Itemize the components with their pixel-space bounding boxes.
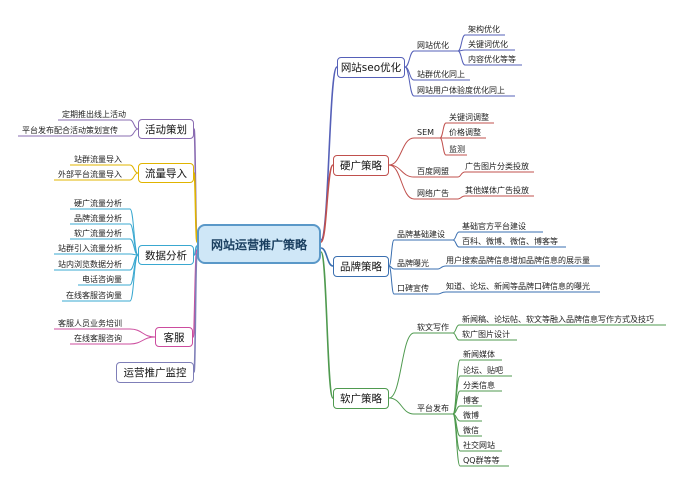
activity-platform-promo[interactable]: 平台发布配合活动策划宣传	[22, 126, 118, 135]
link-center-traffic	[193, 172, 198, 243]
other-media-ads[interactable]: 其他媒体广告投放	[465, 186, 529, 195]
connector	[404, 50, 415, 68]
connector	[388, 265, 395, 295]
seo-content[interactable]: 内容优化等等	[468, 55, 516, 64]
platform-news-media[interactable]: 新闻媒体	[463, 350, 495, 359]
netunion-image-ads[interactable]: 广告图片分类投放	[465, 162, 529, 171]
branch-analysis[interactable]: 数据分析	[138, 245, 194, 265]
analysis-online-service[interactable]: 在线客服咨询量	[66, 291, 122, 300]
brand-wom-exposure[interactable]: 知道、论坛、新闻等品牌口碑信息的曝光	[446, 282, 590, 291]
link-center-brand	[320, 247, 334, 267]
seo-site-optimization[interactable]: 网站优化	[417, 41, 449, 50]
traffic-site-group[interactable]: 站群流量导入	[74, 155, 122, 164]
link-center-seo	[320, 66, 338, 241]
seo-site-group[interactable]: 站群优化同上	[417, 70, 465, 79]
connector	[452, 324, 460, 334]
leaf-netad	[457, 195, 534, 200]
platform-blog[interactable]: 博客	[463, 396, 479, 405]
branch-customer-service[interactable]: 客服	[155, 327, 193, 347]
brand-exposure[interactable]: 品牌曝光	[397, 259, 429, 268]
analysis-soft-ads[interactable]: 软广流量分析	[74, 229, 122, 238]
link-center-analysis	[193, 245, 198, 256]
leaf-wom	[437, 291, 600, 295]
connector	[388, 397, 415, 415]
activity-online-events[interactable]: 定期推出线上活动	[62, 110, 126, 119]
connector	[129, 336, 156, 345]
connector	[452, 332, 460, 341]
connector	[129, 254, 139, 302]
soft-platform-publish[interactable]: 平台发布	[417, 404, 449, 413]
leaf-exposure	[437, 265, 600, 270]
soft-image-design[interactable]: 软广图片设计	[462, 330, 510, 339]
traffic-external[interactable]: 外部平台流量导入	[58, 170, 122, 179]
platform-weibo[interactable]: 微博	[463, 411, 479, 420]
connector	[388, 239, 395, 267]
connector	[388, 164, 415, 200]
brand-base[interactable]: 品牌基础建设	[397, 230, 445, 239]
link-center-hard	[320, 164, 334, 243]
connector	[129, 328, 156, 338]
service-training[interactable]: 客服人员业务培训	[58, 319, 122, 328]
connector	[439, 122, 447, 139]
connector	[129, 172, 139, 181]
analysis-hard-ads[interactable]: 硬广流量分析	[74, 199, 122, 208]
hard-network-ad[interactable]: 网络广告	[417, 189, 449, 198]
center-topic[interactable]: 网站运营推广策略	[197, 224, 321, 264]
brand-platform-list[interactable]: 百科、微博、微信、博客等	[462, 237, 558, 246]
brand-word-of-mouth[interactable]: 口碑宣传	[397, 284, 429, 293]
service-online-consult[interactable]: 在线客服咨询	[74, 334, 122, 343]
sem-price-adjust[interactable]: 价格调整	[449, 128, 481, 137]
connector	[129, 128, 139, 137]
seo-keyword[interactable]: 关键词优化	[468, 40, 508, 49]
seo-architecture[interactable]: 架构优化	[468, 25, 500, 34]
branch-hard-ads[interactable]: 硬广策略	[333, 155, 389, 176]
sem-monitor[interactable]: 监测	[449, 145, 465, 154]
connector	[457, 34, 466, 52]
platform-wechat[interactable]: 微信	[463, 426, 479, 435]
platform-social[interactable]: 社交网站	[463, 441, 495, 450]
connector	[452, 239, 460, 248]
link-center-monitor	[193, 253, 198, 373]
analysis-brand[interactable]: 品牌流量分析	[74, 214, 122, 223]
connector	[388, 137, 415, 166]
branch-monitor[interactable]: 运营推广监控	[116, 362, 194, 383]
connector	[404, 66, 415, 97]
analysis-site-group[interactable]: 站群引入流量分析	[58, 244, 122, 253]
hard-sem[interactable]: SEM	[417, 128, 435, 137]
connector	[129, 119, 139, 130]
branch-traffic[interactable]: 流量导入	[138, 163, 194, 183]
branch-seo[interactable]: 网站seo优化	[337, 57, 405, 78]
seo-user-experience[interactable]: 网站用户体验度优化同上	[417, 86, 505, 95]
brand-search-exposure[interactable]: 用户搜索品牌信息增加品牌信息的展示量	[446, 256, 590, 265]
connector	[129, 164, 139, 174]
connector	[452, 231, 460, 241]
hard-baidu-netunion[interactable]: 百度网盟	[417, 167, 449, 176]
sem-keyword-adjust[interactable]: 关键词调整	[449, 113, 489, 122]
soft-writing[interactable]: 软文写作	[417, 323, 449, 332]
platform-qq-groups[interactable]: QQ群等等	[463, 456, 500, 465]
link-center-soft	[320, 251, 334, 399]
connector	[439, 137, 447, 156]
connector	[457, 50, 466, 66]
branch-brand[interactable]: 品牌策略	[333, 256, 389, 277]
platform-classified[interactable]: 分类信息	[463, 381, 495, 390]
platform-forum[interactable]: 论坛、贴吧	[463, 366, 503, 375]
brand-official-platform[interactable]: 基础官方平台建设	[462, 222, 526, 231]
connector	[452, 413, 461, 467]
soft-writing-skills[interactable]: 新闻稿、论坛帖、软文等融入品牌信息写作方式及技巧	[462, 315, 654, 324]
branch-soft-ads[interactable]: 软广策略	[333, 388, 389, 409]
leaf-netunion	[457, 171, 534, 178]
branch-activity[interactable]: 活动策划	[138, 119, 194, 139]
analysis-onsite-browsing[interactable]: 站内浏览数据分析	[58, 260, 122, 269]
connector	[388, 332, 415, 399]
analysis-phone-inquiry[interactable]: 电话咨询量	[82, 275, 122, 284]
